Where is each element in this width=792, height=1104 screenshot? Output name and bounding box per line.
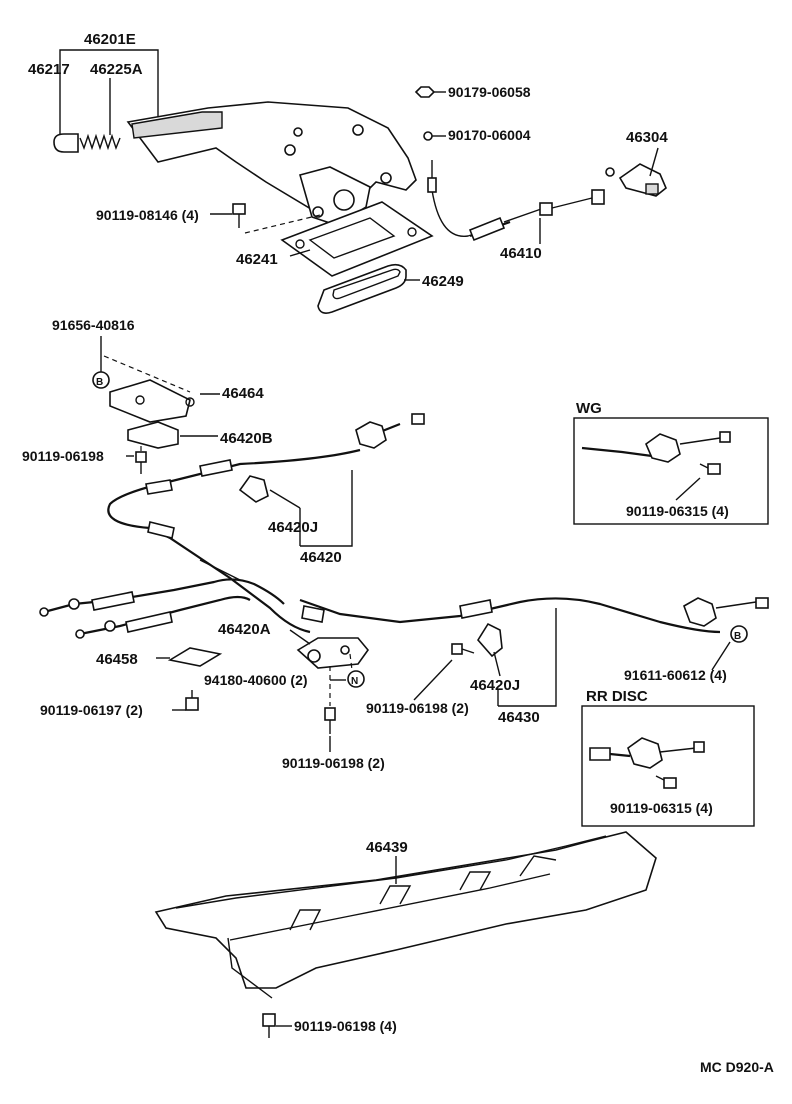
wg-inset	[573, 417, 769, 525]
label-46430: 46430	[498, 709, 540, 726]
label-46225A: 46225A	[90, 61, 143, 78]
label-46420: 46420	[300, 549, 342, 566]
wg-title: WG	[576, 400, 602, 417]
label-90119-06198-a: 90119-06198	[22, 448, 104, 464]
label-46201E: 46201E	[84, 31, 136, 48]
diagram-code: MC D920-A	[700, 1059, 774, 1075]
label-46458: 46458	[96, 651, 138, 668]
label-46464: 46464	[222, 385, 264, 402]
rr-disc-title: RR DISC	[586, 688, 648, 705]
label-90119-08146: 90119-08146 (4)	[96, 207, 199, 223]
rr-disc-inset	[581, 705, 755, 827]
label-rr-90119-06315: 90119-06315 (4)	[610, 800, 713, 816]
label-90119-06198-b: 90119-06198 (2)	[366, 700, 469, 716]
marker-B-2: B	[734, 631, 741, 642]
label-46420B: 46420B	[220, 430, 273, 447]
label-46304: 46304	[626, 129, 668, 146]
label-90119-06198-d: 90119-06198 (4)	[294, 1018, 397, 1034]
label-wg-90119-06315: 90119-06315 (4)	[626, 503, 729, 519]
marker-B-1: B	[96, 377, 103, 388]
label-90119-06197: 90119-06197 (2)	[40, 702, 143, 718]
label-91611-60612: 91611-60612 (4)	[624, 667, 727, 683]
label-90170-06004: 90170-06004	[448, 127, 531, 143]
label-91656-40816: 91656-40816	[52, 317, 135, 333]
label-46217: 46217	[28, 61, 70, 78]
label-46420J-a: 46420J	[268, 519, 318, 536]
label-90179-06058: 90179-06058	[448, 84, 531, 100]
label-46249: 46249	[422, 273, 464, 290]
label-46410: 46410	[500, 245, 542, 262]
label-94180-40600: 94180-40600 (2)	[204, 672, 308, 688]
rear-cable-group: B	[39, 336, 769, 752]
label-46439: 46439	[366, 839, 408, 856]
label-46420J-b: 46420J	[470, 677, 520, 694]
label-46241: 46241	[236, 251, 278, 268]
front-cable-group	[414, 86, 667, 244]
marker-N: N	[351, 676, 358, 687]
label-90119-06198-c: 90119-06198 (2)	[282, 755, 385, 771]
label-46420A: 46420A	[218, 621, 271, 638]
heat-shield-46439	[154, 831, 657, 1038]
parking-brake-lever-assembly	[53, 49, 434, 314]
